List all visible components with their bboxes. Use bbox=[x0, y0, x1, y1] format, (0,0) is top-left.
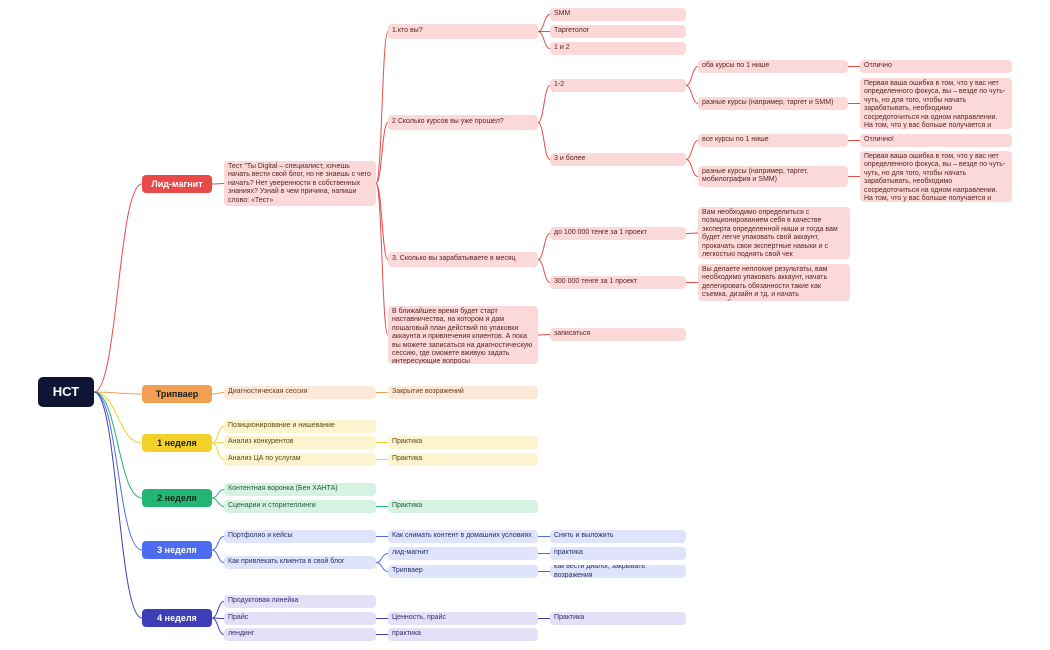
connector-answer-income-100k-to-result-income-100k bbox=[685, 232, 699, 234]
week2-storytelling[interactable]: Сценарии и сторителлинги bbox=[224, 500, 376, 513]
week4-landing[interactable]: лендинг bbox=[224, 628, 376, 641]
connector-root-node-to-branch-week-1 bbox=[93, 391, 143, 444]
week3-portfolio[interactable]: Портфолио и кейсы bbox=[224, 530, 376, 543]
root-node[interactable]: НСТ bbox=[38, 377, 94, 407]
option-different-courses-2[interactable]: разные курсы (например, таргет, мобилогр… bbox=[698, 166, 848, 187]
connector-root-node-to-branch-week-2 bbox=[93, 391, 143, 499]
answer-smm[interactable]: SMM bbox=[550, 8, 686, 21]
connector-branch-week-4-to-week4-product-line bbox=[211, 601, 225, 619]
answer-income-300k[interactable]: 300 000 тенге за 1 проект bbox=[550, 276, 686, 289]
connector-answer-3-plus-courses-to-option-all-same-niche bbox=[685, 140, 699, 160]
week4-practice[interactable]: Практика bbox=[550, 612, 686, 625]
week4-landing-practice[interactable]: практика bbox=[388, 628, 538, 641]
week1-competitor-analysis[interactable]: Анализ конкурентов bbox=[224, 436, 376, 449]
week3-shoot-and-post[interactable]: Снять и выложить bbox=[550, 530, 686, 543]
connector-branch-week-1-to-week1-audience-analysis bbox=[211, 442, 225, 460]
connector-branch-week-4-to-week4-landing bbox=[211, 617, 225, 635]
lead-test-description[interactable]: Тест "Ты Digital – специалист, хочешь на… bbox=[224, 161, 376, 206]
mentorship-announcement[interactable]: В ближайшее время будет старт наставниче… bbox=[388, 306, 538, 364]
connector-question-monthly-income-to-answer-income-300k bbox=[537, 259, 551, 283]
connector-root-node-to-branch-tripwire bbox=[93, 391, 143, 395]
connector-answer-1-2-courses-to-option-different-courses bbox=[685, 85, 699, 104]
connector-root-node-to-branch-lead-magnet bbox=[93, 183, 143, 393]
connector-question-courses-count-to-answer-3-plus-courses bbox=[537, 122, 551, 160]
result-income-300k[interactable]: Вы делаете неплохие результаты, вам необ… bbox=[698, 264, 850, 301]
week4-product-line[interactable]: Продуктовая линейка bbox=[224, 595, 376, 608]
week3-dialog-objections[interactable]: как вести диалог, закрывать возражения bbox=[550, 565, 686, 578]
connector-mentorship-announcement-to-signup-node bbox=[537, 334, 551, 336]
answer-income-100k[interactable]: до 100 000 тенге за 1 проект bbox=[550, 227, 686, 240]
connector-lead-test-description-to-question-who-are-you bbox=[375, 31, 389, 184]
week1-practice-2[interactable]: Практика bbox=[388, 453, 538, 466]
connector-branch-week-1-to-week1-competitor-analysis bbox=[211, 442, 225, 444]
week2-practice[interactable]: Практика bbox=[388, 500, 538, 513]
result-excellent-2[interactable]: Отлично! bbox=[860, 134, 1012, 147]
branch-tripwire[interactable]: Трипваер bbox=[142, 385, 212, 403]
answer-3-plus-courses[interactable]: 3 и более bbox=[550, 153, 686, 166]
result-no-focus-2[interactable]: Первая ваша ошибка в том, что у вас нет … bbox=[860, 151, 1012, 202]
connector-branch-week-1-to-week1-positioning bbox=[211, 426, 225, 444]
connector-week3-attract-clients-to-week3-lead-magnet bbox=[375, 553, 389, 563]
diagnostic-session[interactable]: Диагностическая сессия bbox=[224, 386, 376, 399]
answer-both[interactable]: 1 и 2 bbox=[550, 42, 686, 55]
connector-branch-week-2-to-week2-storytelling bbox=[211, 497, 225, 507]
connector-week3-attract-clients-to-week3-tripwire bbox=[375, 562, 389, 572]
result-income-100k[interactable]: Вам необходимо определиться с позиционир… bbox=[698, 207, 850, 259]
week1-positioning[interactable]: Позиционирование и нишевание bbox=[224, 420, 376, 433]
answer-targetolog[interactable]: Таргетолог bbox=[550, 25, 686, 38]
question-courses-count[interactable]: 2 Сколько курсов вы уже прошел? bbox=[388, 115, 538, 130]
week3-attract-clients[interactable]: Как привлекать клиента в свой блог bbox=[224, 556, 376, 569]
connector-lead-test-description-to-question-courses-count bbox=[375, 122, 389, 184]
connector-question-who-are-you-to-answer-both bbox=[537, 31, 551, 49]
week2-content-funnel[interactable]: Контентная воронка (Бен ХАНТА) bbox=[224, 483, 376, 496]
option-all-same-niche[interactable]: все курсы по 1 нише bbox=[698, 134, 848, 147]
option-same-niche-courses[interactable]: оба курсы по 1 нише bbox=[698, 60, 848, 73]
week3-home-shooting[interactable]: Как снимать контент в домашних условиях bbox=[388, 530, 538, 543]
week1-audience-analysis[interactable]: Анализ ЦА по услугам bbox=[224, 453, 376, 466]
connector-question-monthly-income-to-answer-income-100k bbox=[537, 233, 551, 260]
connector-root-node-to-branch-week-4 bbox=[93, 391, 143, 619]
signup-node[interactable]: записаться bbox=[550, 328, 686, 341]
connector-root-node-to-branch-week-3 bbox=[93, 391, 143, 551]
connector-answer-3-plus-courses-to-option-different-courses-2 bbox=[685, 159, 699, 177]
branch-week-3[interactable]: 3 неделя bbox=[142, 541, 212, 559]
connector-branch-tripwire-to-diagnostic-session bbox=[211, 392, 225, 395]
week3-lead-practice[interactable]: практика bbox=[550, 547, 686, 560]
connector-branch-lead-magnet-to-lead-test-description bbox=[211, 183, 225, 185]
result-no-focus[interactable]: Первая ваша ошибка в том, что у вас нет … bbox=[860, 78, 1012, 129]
connector-question-courses-count-to-answer-1-2-courses bbox=[537, 85, 551, 123]
closing-objections[interactable]: Закрытие возражений bbox=[388, 386, 538, 399]
connector-branch-week-3-to-week3-attract-clients bbox=[211, 549, 225, 563]
week3-lead-magnet[interactable]: лид-магнит bbox=[388, 547, 538, 560]
question-who-are-you[interactable]: 1.кто вы? bbox=[388, 24, 538, 39]
week1-practice-1[interactable]: Практика bbox=[388, 436, 538, 449]
answer-1-2-courses[interactable]: 1-2 bbox=[550, 79, 686, 92]
week4-price[interactable]: Прайс bbox=[224, 612, 376, 625]
branch-week-4[interactable]: 4 неделя bbox=[142, 609, 212, 627]
connector-lead-test-description-to-question-monthly-income bbox=[375, 183, 389, 260]
connector-answer-1-2-courses-to-option-same-niche-courses bbox=[685, 66, 699, 86]
week3-tripwire[interactable]: Трипваер bbox=[388, 565, 538, 578]
connector-branch-week-2-to-week2-content-funnel bbox=[211, 489, 225, 499]
branch-week-1[interactable]: 1 неделя bbox=[142, 434, 212, 452]
week4-value-price[interactable]: Ценность, прайс bbox=[388, 612, 538, 625]
connector-lead-test-description-to-mentorship-announcement bbox=[375, 183, 389, 336]
option-different-courses[interactable]: разные курсы (например, таргет и SMM) bbox=[698, 97, 848, 110]
result-excellent[interactable]: Отлично bbox=[860, 60, 1012, 73]
branch-week-2[interactable]: 2 неделя bbox=[142, 489, 212, 507]
question-monthly-income[interactable]: 3. Сколько вы зарабатываете в месяц bbox=[388, 252, 538, 267]
connector-branch-week-3-to-week3-portfolio bbox=[211, 536, 225, 551]
branch-lead-magnet[interactable]: Лид-магнит bbox=[142, 175, 212, 193]
connector-question-who-are-you-to-answer-smm bbox=[537, 14, 551, 32]
